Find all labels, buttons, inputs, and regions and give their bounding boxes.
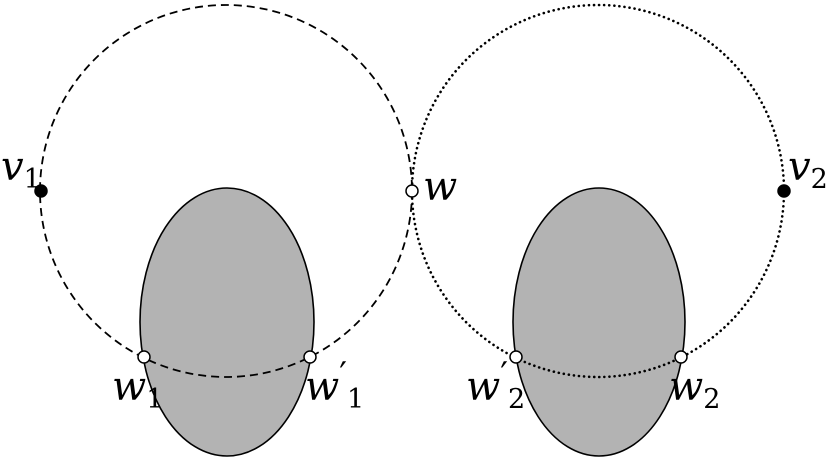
label-w1-prime-main: w <box>305 364 339 410</box>
right-shaded-region <box>512 187 686 457</box>
label-w1-prime-mark: ′ <box>339 355 347 395</box>
label-w2-prime-main: w <box>466 364 500 410</box>
label-w2: w2 <box>669 364 720 415</box>
label-w1-prime: w′1 <box>305 355 364 415</box>
vertex-w <box>405 184 419 198</box>
label-w2-prime: w′2 <box>466 355 525 415</box>
vertex-w2-prime <box>509 350 523 364</box>
vertex-v1 <box>34 184 48 198</box>
left-shaded-region <box>139 187 315 457</box>
label-w2-sub: 2 <box>703 384 720 415</box>
label-v1-sub: 1 <box>24 164 41 195</box>
label-w2-prime-mark: ′ <box>500 355 508 395</box>
label-v2-main: v <box>788 144 811 190</box>
label-w2-main: w <box>669 364 703 410</box>
label-v2: v2 <box>788 144 828 195</box>
label-w2-prime-sub: 2 <box>508 384 525 415</box>
vertex-w1-prime <box>303 350 317 364</box>
label-w: w <box>423 164 457 210</box>
vertex-w2 <box>674 350 688 364</box>
vertex-w1 <box>137 350 151 364</box>
label-w1-prime-sub: 1 <box>347 384 364 415</box>
label-v1-main: v <box>1 144 24 190</box>
label-w1-sub: 1 <box>146 384 163 415</box>
vertex-v2 <box>777 184 791 198</box>
label-v1: v1 <box>1 144 41 195</box>
label-w1: w1 <box>112 364 163 415</box>
label-w-main: w <box>423 164 457 210</box>
label-w1-main: w <box>112 364 146 410</box>
label-v2-sub: 2 <box>811 164 828 195</box>
